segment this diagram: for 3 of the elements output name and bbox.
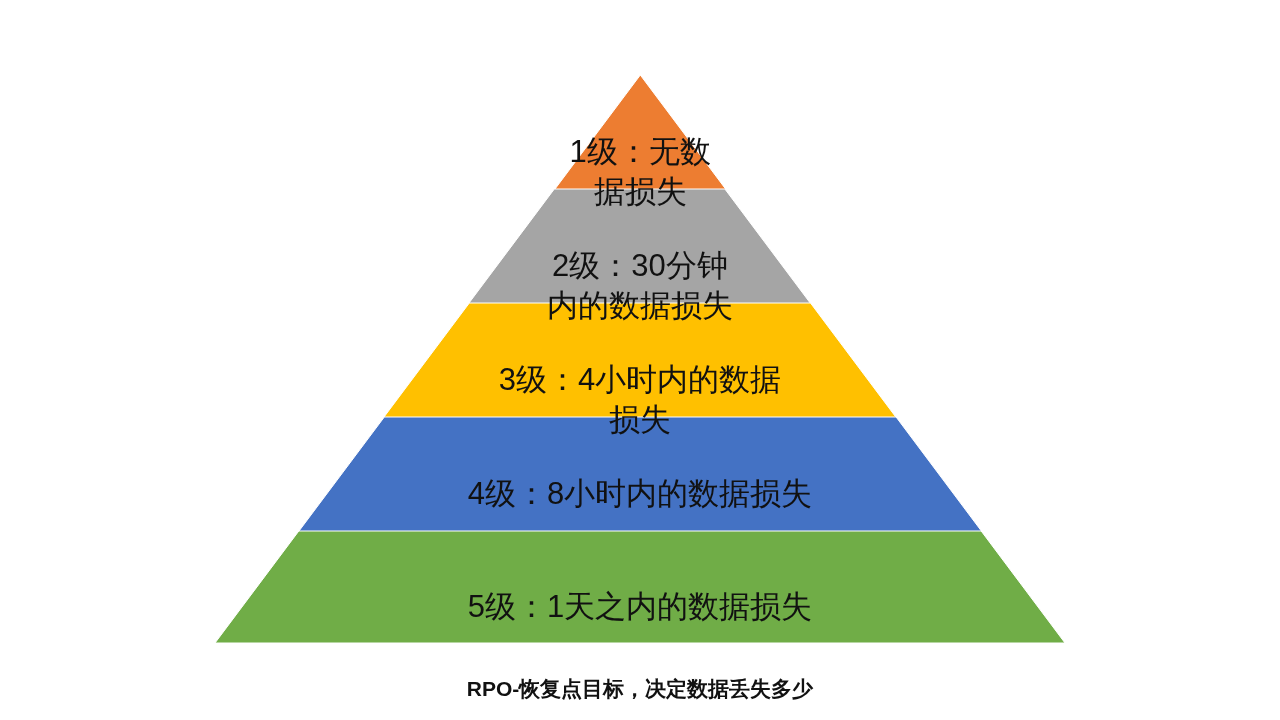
band-label: 5级：1天之内的数据损失 — [466, 588, 814, 626]
band-label: 4级：8小时内的数据损失 — [466, 475, 814, 513]
caption: RPO-恢复点目标，决定数据丢失多少 — [466, 676, 814, 702]
